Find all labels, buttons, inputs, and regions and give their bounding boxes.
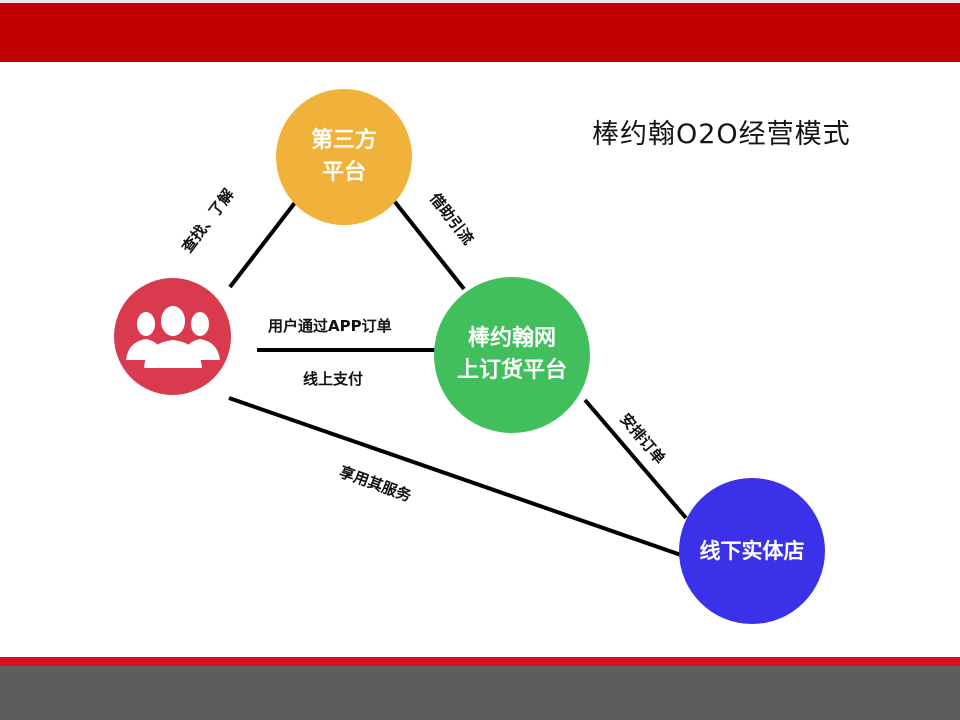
label-users-platform-top: 用户通过APP订单 bbox=[268, 317, 392, 335]
node-platform-line1: 棒约翰网 bbox=[467, 326, 556, 352]
edge-third-party-platform bbox=[389, 195, 466, 291]
footer-accent-bar bbox=[0, 657, 960, 666]
label-users-platform-bottom: 线上支付 bbox=[303, 370, 364, 388]
node-store: 线下实体店 bbox=[679, 478, 825, 624]
footer-bar bbox=[0, 666, 960, 720]
diagram-title: 棒约翰O2O经营模式 bbox=[592, 119, 851, 150]
users-group-icon bbox=[125, 305, 220, 368]
node-store-label: 线下实体店 bbox=[699, 538, 805, 563]
node-third-party-line1: 第三方 bbox=[310, 128, 377, 154]
edge-users-third-party bbox=[228, 198, 299, 289]
node-third-party-line2: 平台 bbox=[321, 160, 366, 185]
node-users bbox=[114, 278, 231, 395]
edge-platform-store bbox=[583, 398, 688, 520]
node-platform-line2: 上订货平台 bbox=[456, 358, 567, 383]
edge-users-store bbox=[228, 396, 682, 557]
node-platform: 棒约翰网 上订货平台 bbox=[434, 277, 590, 433]
header-bar bbox=[0, 3, 960, 62]
top-strip bbox=[0, 0, 960, 3]
node-third-party: 第三方 平台 bbox=[276, 89, 412, 225]
